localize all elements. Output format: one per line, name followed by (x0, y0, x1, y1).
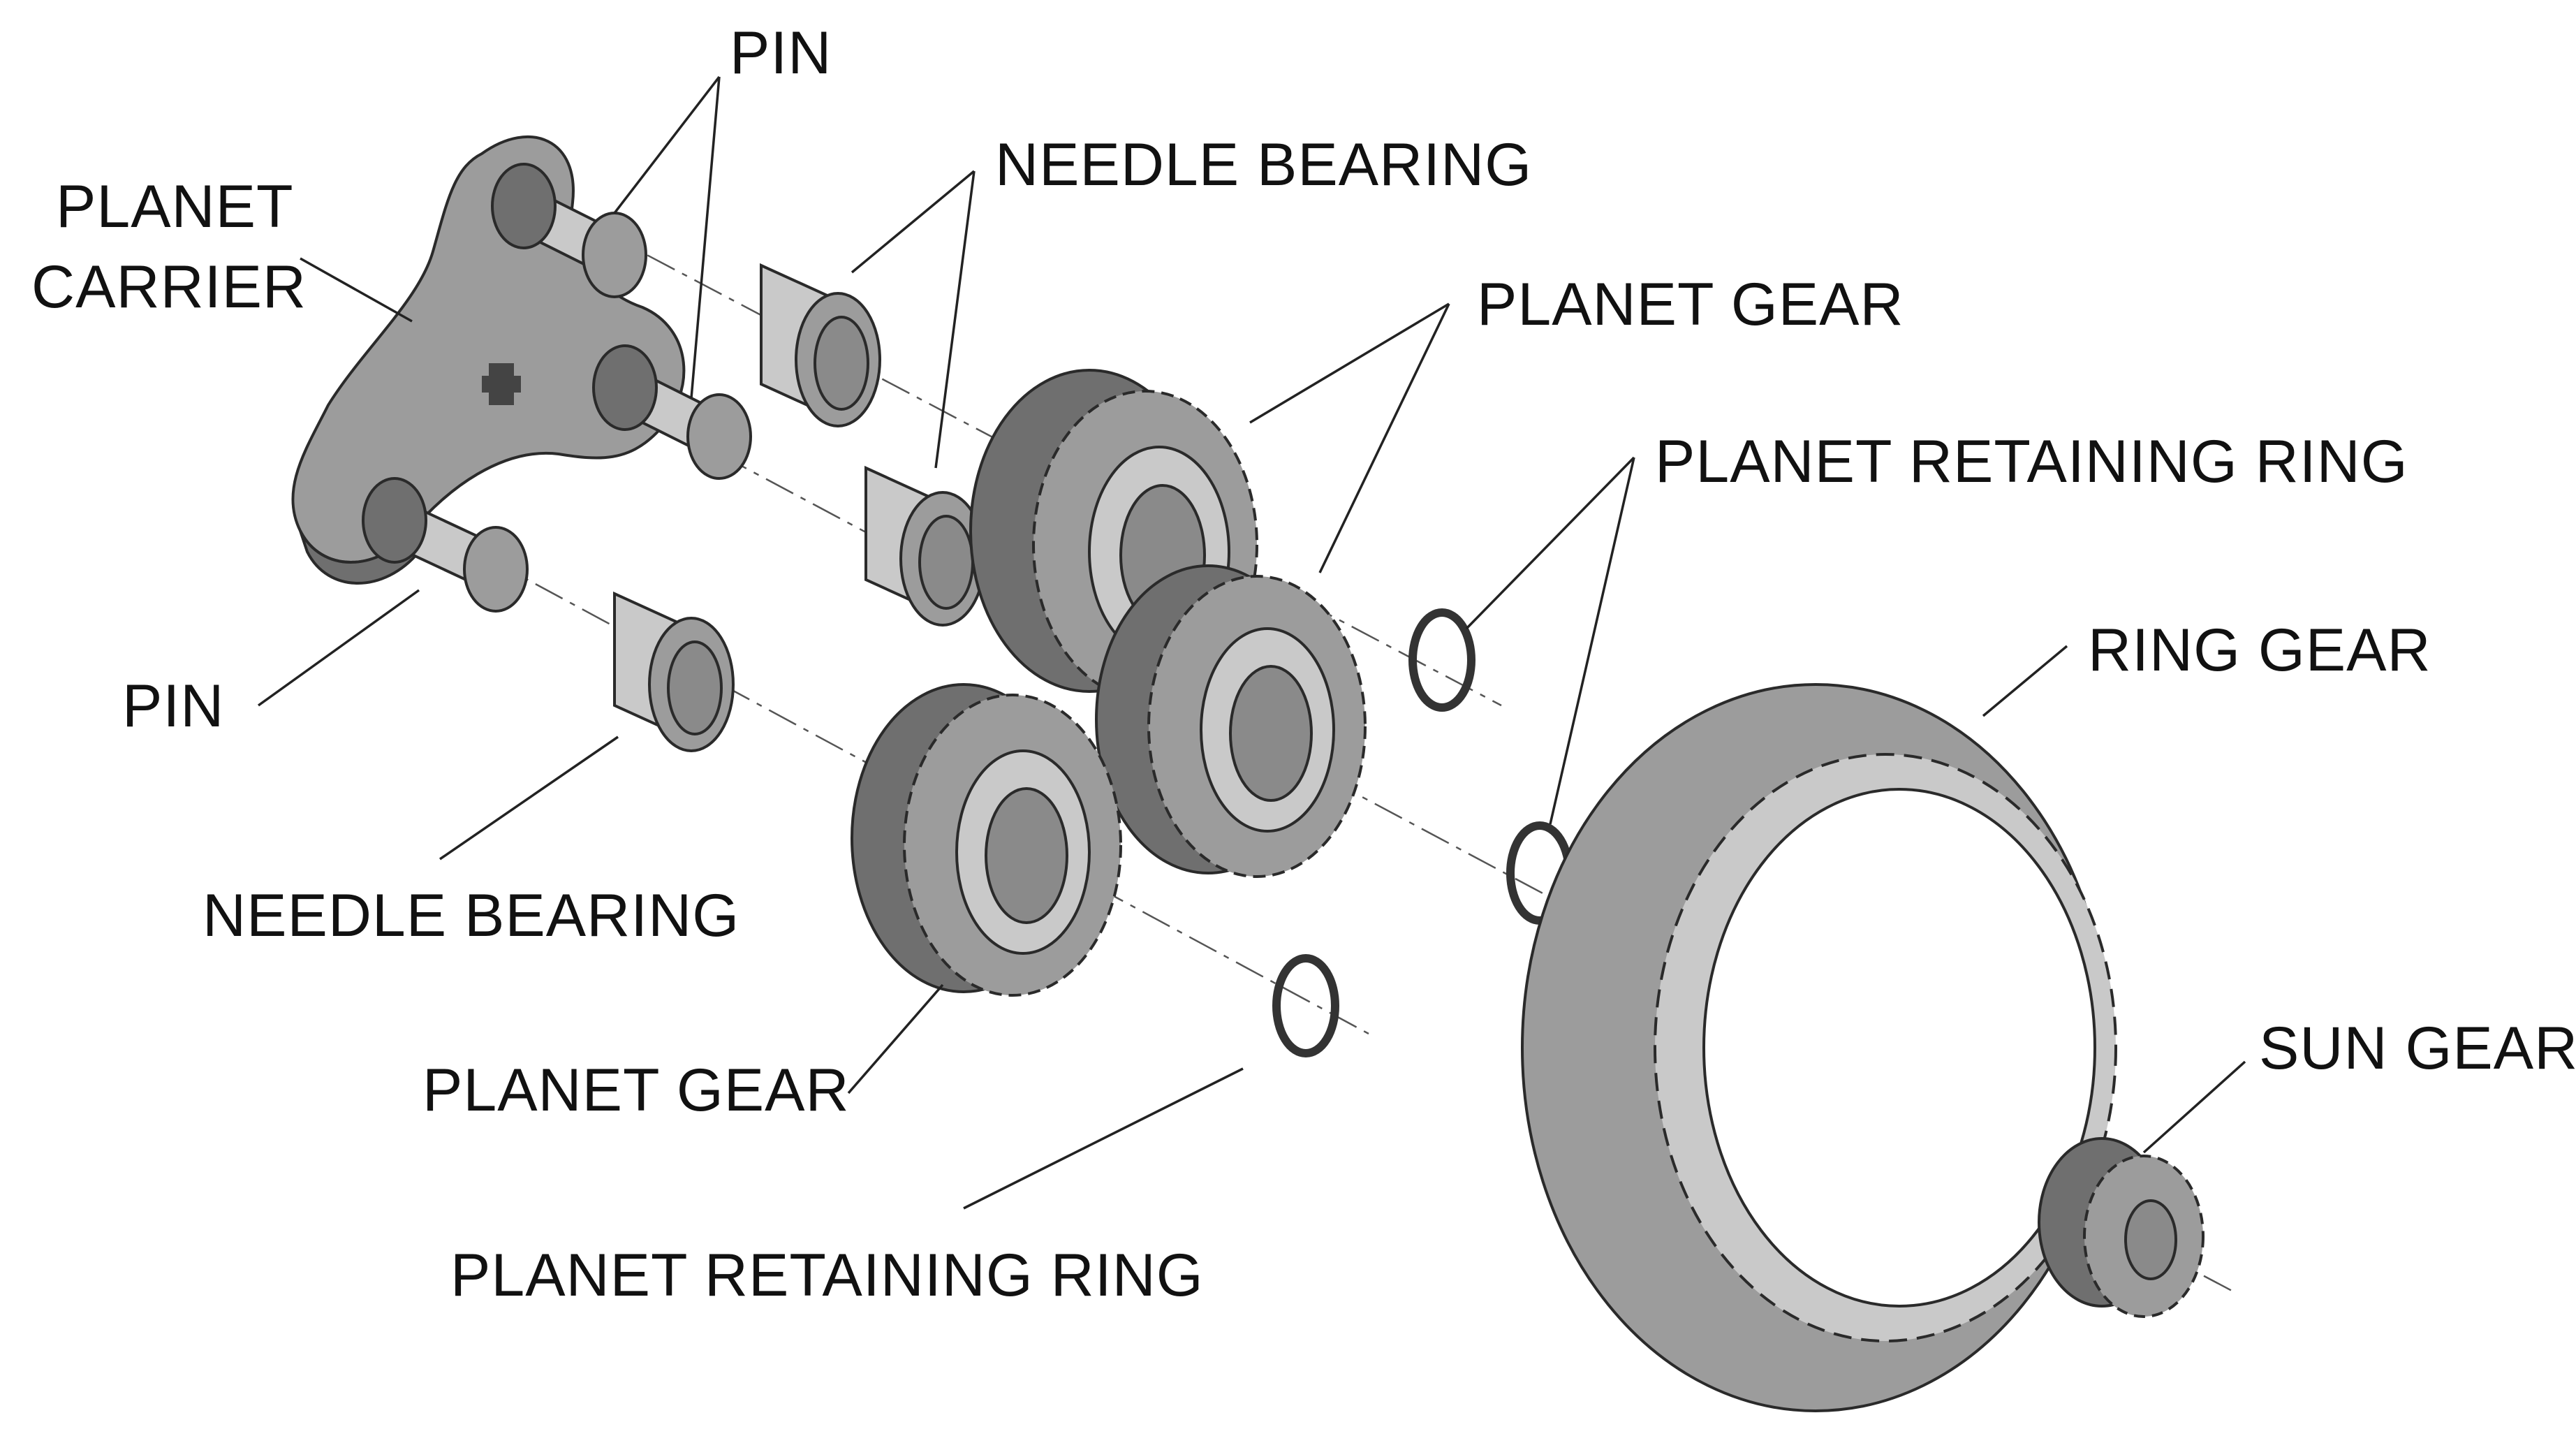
planet-retaining-ring-top (1408, 608, 1475, 712)
pin-bottom (362, 477, 529, 613)
label-planet-carrier-line1: PLANET (56, 173, 294, 240)
label-planet-carrier-line2: CARRIER (31, 254, 307, 321)
ring-gear (1521, 683, 2117, 1412)
leader-planet-carrier (300, 257, 413, 323)
needle-bearing-middle (864, 465, 986, 627)
planet-gear-bottom (851, 683, 1122, 997)
leader-ring-gear (1982, 645, 2068, 717)
label-planet-gear-bottom: PLANET GEAR (422, 1057, 850, 1124)
label-sun-gear: SUN GEAR (2259, 1015, 2576, 1082)
label-planet-gear-top: PLANET GEAR (1477, 271, 1904, 338)
leader-pin-top-b (690, 76, 721, 399)
label-planet-retaining-ring-top: PLANET RETAINING RING (1655, 428, 2408, 495)
leader-planet-retaining-ring-bottom (963, 1067, 1244, 1210)
label-pin-top: PIN (730, 20, 832, 87)
leader-pin-left (257, 589, 420, 707)
pin-top (491, 163, 647, 298)
leader-needle-bearing-top-b (934, 170, 976, 469)
label-needle-bearing-bottom: NEEDLE BEARING (203, 882, 739, 949)
leader-planet-gear-top-b (1318, 303, 1450, 573)
leader-planet-retaining-ring-top-a (1465, 456, 1635, 630)
leader-pin-top-a (613, 75, 721, 214)
needle-bearing-top (760, 263, 881, 427)
label-pin-left: PIN (122, 673, 224, 740)
planet-carrier-key-mark (482, 363, 521, 405)
label-planet-retaining-ring-bottom: PLANET RETAINING RING (450, 1242, 1204, 1309)
label-needle-bearing-top: NEEDLE BEARING (995, 131, 1532, 198)
leader-planet-retaining-ring-top-b (1549, 457, 1635, 825)
needle-bearing-bottom (613, 591, 735, 752)
planet-gear-middle (1095, 564, 1367, 878)
planet-retaining-ring-bottom (1272, 954, 1339, 1057)
leader-sun-gear (2142, 1060, 2246, 1154)
label-ring-gear: RING GEAR (2088, 617, 2431, 684)
leader-needle-bearing-top-a (851, 170, 976, 274)
sun-gear (2038, 1137, 2205, 1318)
leader-needle-bearing-bottom (439, 735, 619, 861)
leader-lines (257, 75, 2246, 1210)
leader-planet-gear-bottom (847, 983, 944, 1094)
labels: PIN NEEDLE BEARING PLANET CARRIER PLANET… (31, 20, 2576, 1309)
pin-middle (592, 344, 752, 480)
leader-planet-gear-top-a (1249, 302, 1450, 424)
axis-top (600, 229, 1502, 707)
